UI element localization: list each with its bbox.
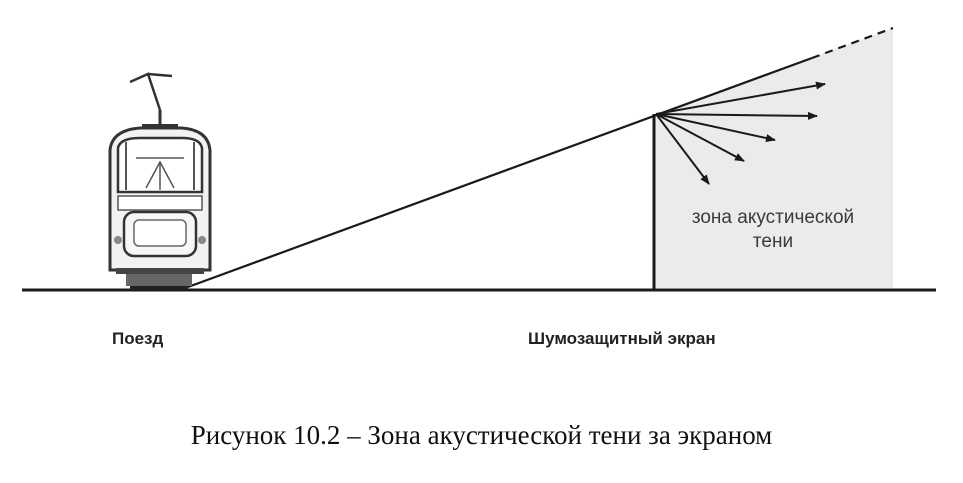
arrow-icon <box>655 81 826 115</box>
acoustic-shadow-zone-label: зона акустической тени <box>658 206 888 254</box>
zone-label-line-1: зона акустической <box>691 207 855 228</box>
arrow-icon <box>655 113 710 185</box>
train-icon <box>108 72 212 290</box>
arrow-icon <box>655 113 745 162</box>
figure-caption: Рисунок 10.2 – Зона акустической тени за… <box>190 420 773 450</box>
train-label: Поезд <box>112 329 164 348</box>
arrow-icon <box>655 113 776 142</box>
arrow-icon <box>655 111 818 120</box>
zone-label-line-2: тени <box>752 231 794 252</box>
diffraction-arrows <box>655 81 826 185</box>
noise-screen-label: Шумозащитный экран <box>528 329 716 348</box>
sound-ray-dashed-extension <box>811 26 894 60</box>
sound-ray-line <box>187 56 813 289</box>
